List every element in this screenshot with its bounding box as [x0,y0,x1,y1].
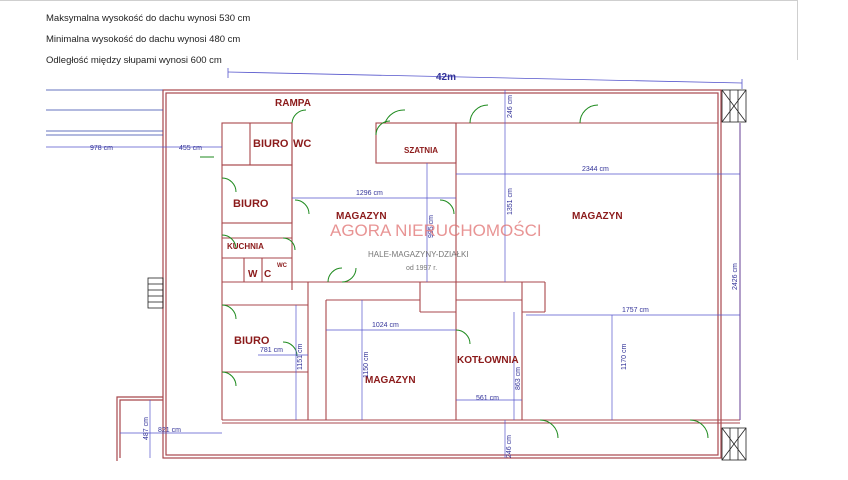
dim-561: 561 cm [476,395,499,402]
label-wc-small-3: WC [277,263,288,269]
label-biuro-top: BIURO [253,138,289,150]
ramp-right-top [721,89,747,123]
page-edge-top [0,0,798,1]
watermark-since: od 1997 r. [406,265,437,272]
label-szatnia: SZATNIA [404,146,438,155]
label-rampa: RAMPA [275,98,311,109]
label-biuro-mid: BIURO [233,198,269,210]
dim-1757: 1757 cm [622,307,649,314]
watermark-title: AGORA NIERUCHOMOŚCI [330,221,542,240]
dim-1151: 1151 cm [297,344,304,370]
watermark: AGORA NIERUCHOMOŚCI HALE-MAGAZYNY-DZIAŁK… [330,221,542,272]
dim-1351: 1351 cm [507,188,514,215]
dim-1170: 1170 cm [621,344,628,370]
label-magazyn-center: MAGAZYN [336,211,387,222]
label-biuro-bottom: BIURO [234,335,270,347]
dim-781: 781 cm [260,347,283,354]
dim-821: 821 cm [158,427,181,434]
column-spacing-note: Odległość między słupami wynosi 600 cm [46,55,222,66]
label-wc-small-1: W [248,269,258,280]
dimension-lines [46,90,741,458]
dim-246-top: 246 cm [507,95,514,118]
dim-1024: 1024 cm [372,322,399,329]
min-height-note: Minimalna wysokość do dachu wynosi 480 c… [46,34,241,45]
dim-1296: 1296 cm [356,190,383,197]
max-height-note: Maksymalna wysokość do dachu wynosi 530 … [46,13,251,24]
dim-863: 863 cm [515,367,522,390]
watermark-subtitle: HALE-MAGAZYNY-DZIAŁKI [368,250,469,259]
doors [200,104,709,439]
dim-978: 978 cm [90,145,113,152]
label-total-width: 42m [436,72,456,83]
label-kuchnia: KUCHNIA [227,242,264,251]
overall-dimension [227,68,743,89]
dim-455: 455 cm [179,145,202,152]
dim-487: 487 cm [143,417,150,440]
dim-246-bottom: 246 cm [506,435,513,458]
label-wc-top: WC [293,138,311,150]
label-magazyn-bottom: MAGAZYN [365,375,416,386]
dim-2344: 2344 cm [582,166,609,173]
notes-block: Maksymalna wysokość do dachu wynosi 530 … [46,8,250,71]
interior-walls [221,122,741,424]
page-edge-right [797,0,798,60]
loading-dock [46,89,163,136]
outer-walls [116,89,722,461]
dim-1150: 1150 cm [363,352,370,378]
dim-995: 995 cm [428,215,435,238]
label-kotlownia: KOTŁOWNIA [457,355,519,366]
label-magazyn-right: MAGAZYN [572,211,623,222]
label-wc-small-2: C [264,269,271,280]
dim-2426: 2426 cm [732,263,739,290]
stairs-left [147,277,164,309]
ramp-right-bottom [721,427,747,461]
